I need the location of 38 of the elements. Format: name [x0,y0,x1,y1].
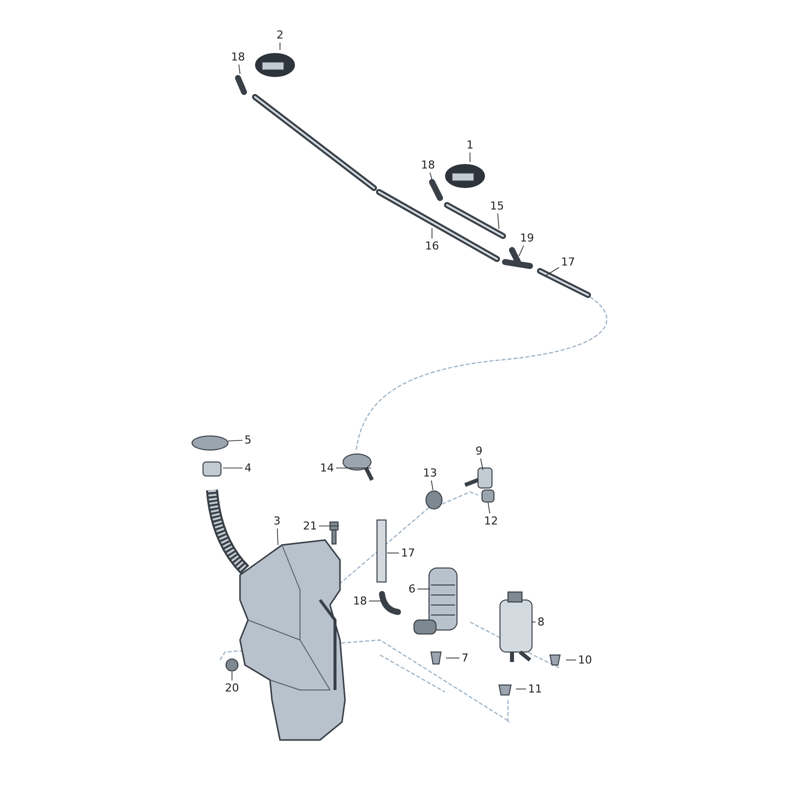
callout-number: 7 [462,652,468,664]
callout-number: 14 [320,462,334,474]
callout-number: 6 [408,582,416,596]
callout-number: 18 [421,158,435,172]
leader-line [518,245,524,256]
callout-number: 3 [274,514,280,528]
callout-number: 9 [476,444,482,458]
leader-line [368,600,382,602]
callout-number: 16 [425,240,439,252]
callout-number: 11 [528,682,542,696]
callout-number: 4 [244,462,252,474]
callout-number: 17 [561,256,575,268]
callout-number: 10 [578,654,592,666]
callout-number: 1 [466,138,474,152]
callout-number: 17 [401,546,415,560]
callout-number: 18 [353,594,367,608]
leader-line [417,588,430,590]
leader-line [386,552,400,554]
callout-number: 15 [490,200,504,212]
callout-number: 5 [244,434,252,446]
leader-line [228,440,243,442]
leader-line [488,502,490,514]
leader-line [276,528,278,546]
callout-number: 21 [303,520,317,532]
leader-line [238,64,240,74]
leader-line [544,267,560,276]
callout-number: 18 [231,50,245,64]
callout-number: 19 [520,232,534,244]
leader-line [516,688,526,690]
callout-number: 2 [276,28,284,42]
leader-line [480,458,484,470]
leader-line [430,480,434,490]
leader-line [497,213,500,230]
leader-line [430,172,432,180]
callout-number: 8 [538,616,544,628]
callout-number: 13 [423,466,437,480]
callout-number: 20 [225,682,239,694]
callout-number: 12 [484,514,498,528]
